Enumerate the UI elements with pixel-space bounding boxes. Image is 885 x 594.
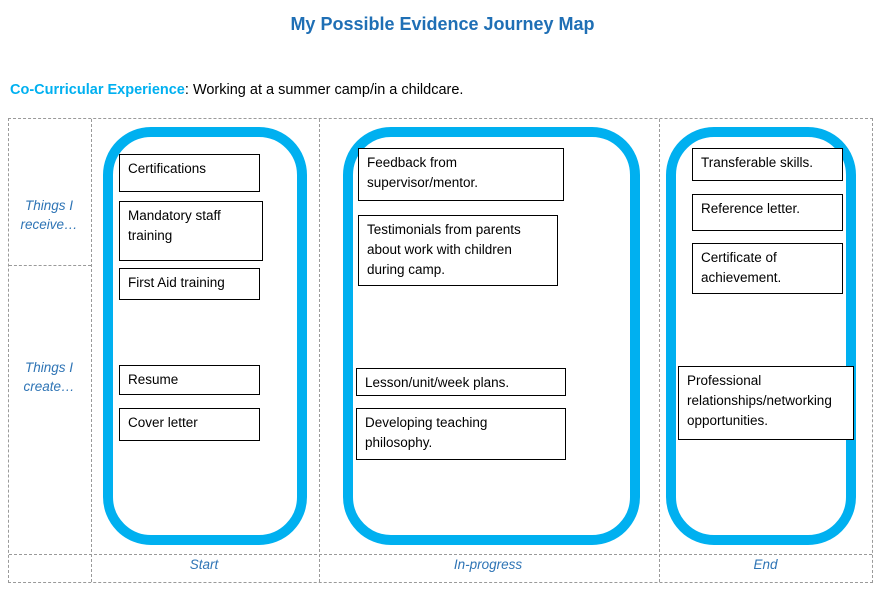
- evidence-box: Reference letter.: [692, 194, 843, 231]
- evidence-box: Resume: [119, 365, 260, 395]
- grid-hline-footer: [9, 554, 872, 555]
- evidence-box: Certificate of achievement.: [692, 243, 843, 294]
- evidence-box: Developing teaching philosophy.: [356, 408, 566, 460]
- evidence-box: Transferable skills.: [692, 148, 843, 181]
- grid-vline-labels: [91, 119, 92, 582]
- stage-label-start: Start: [189, 557, 219, 572]
- experience-text: Working at a summer camp/in a childcare.: [192, 82, 464, 98]
- evidence-box: Cover letter: [119, 408, 260, 441]
- evidence-box: First Aid training: [119, 268, 260, 300]
- journey-grid: [8, 118, 873, 583]
- stage-rect-inprogress: [343, 127, 640, 545]
- evidence-box: Professional relationships/networking op…: [678, 366, 854, 440]
- evidence-box: Lesson/unit/week plans.: [356, 368, 566, 396]
- evidence-box: Testimonials from parents about work wit…: [358, 215, 558, 286]
- stage-rect-start: [103, 127, 307, 545]
- stage-label-inprogress: In-progress: [453, 557, 523, 572]
- experience-separator: :: [184, 82, 193, 98]
- evidence-box: Mandatory staff training: [119, 201, 263, 261]
- stage-label-end: End: [753, 557, 778, 572]
- evidence-box: Certifications: [119, 154, 260, 192]
- grid-vline-inprogress: [659, 119, 660, 582]
- grid-hline-receive-create: [9, 265, 91, 266]
- stage-rect-end: [666, 127, 856, 545]
- evidence-box: Feedback from supervisor/mentor.: [358, 148, 564, 201]
- page-title: My Possible Evidence Journey Map: [290, 14, 595, 34]
- experience-label: Co-Curricular Experience: [10, 82, 185, 98]
- experience-line: Co-Curricular Experience: Working at a s…: [10, 82, 463, 98]
- row-label-create: Things I create…: [23, 360, 75, 394]
- row-label-receive: Things I receive…: [20, 198, 78, 232]
- grid-vline-start: [319, 119, 320, 582]
